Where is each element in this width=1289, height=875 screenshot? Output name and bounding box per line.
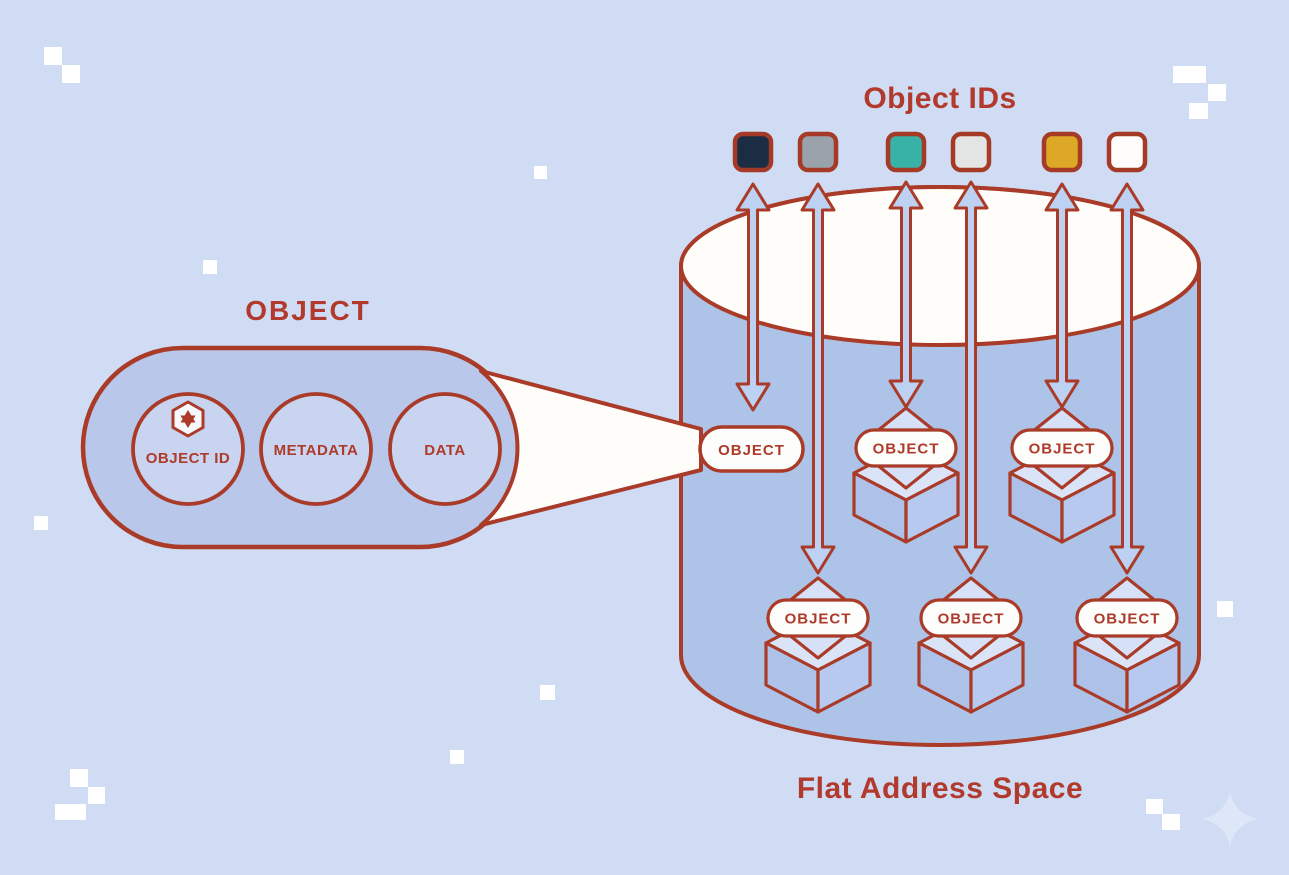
id-to-object-arrows (735, 180, 1145, 575)
storage-object-hex: OBJECT (1073, 576, 1181, 714)
storage-objects: OBJECT OBJECT OBJECT OBJECT (764, 406, 1181, 714)
storage-object-hex: OBJECT (852, 406, 960, 544)
object-label: OBJECT (1094, 611, 1161, 628)
pixel-decoration (34, 516, 48, 530)
pixel-decoration (203, 260, 217, 274)
object-id-chips (732, 131, 1148, 173)
box-right-face (816, 641, 872, 714)
sparkle-icon (1202, 792, 1258, 846)
object-label: OBJECT (785, 611, 852, 628)
storage-object-hex: OBJECT (1008, 406, 1116, 544)
pixel-decoration (1217, 601, 1233, 617)
metadata-label: METADATA (274, 442, 359, 459)
object-label: OBJECT (938, 611, 1005, 628)
zoom-cone (479, 369, 703, 527)
pixel-decoration (1146, 799, 1163, 814)
arrow-4 (953, 180, 989, 575)
pixel-decoration (44, 47, 62, 65)
pixel-decoration (1173, 66, 1206, 83)
hexagon-star-badge-icon (171, 400, 205, 438)
pixel-decoration (450, 750, 464, 764)
arrow-1 (735, 182, 771, 412)
chip-gray (797, 131, 839, 173)
object-id-label: OBJECT ID (146, 450, 231, 467)
object-label: OBJECT (718, 442, 785, 459)
object-id-circle (131, 392, 245, 506)
arrow-6 (1109, 182, 1145, 575)
object-detail-panel: OBJECT ID METADATA DATA (80, 345, 523, 550)
chip-teal (885, 131, 927, 173)
storage-object-hex: OBJECT (917, 576, 1025, 714)
pixel-decoration (1189, 103, 1208, 119)
object-label-band (766, 598, 870, 638)
box-right-face (969, 641, 1025, 714)
pixel-decoration (540, 685, 555, 700)
object-ids-title: Object IDs (863, 82, 1016, 115)
arrow-2 (800, 182, 836, 575)
pixel-decoration (70, 769, 88, 787)
cylinder-top-ellipse (679, 185, 1201, 347)
pixel-decoration (55, 804, 86, 820)
object-detail-title: OBJECT (245, 295, 371, 326)
object-label-band (1010, 428, 1114, 468)
storage-object-pill: OBJECT (698, 425, 805, 473)
object-label: OBJECT (873, 441, 940, 458)
flat-address-space-title: Flat Address Space (797, 772, 1083, 805)
data-circle (388, 392, 502, 506)
box-right-face (1060, 471, 1116, 544)
object-label-band (1075, 598, 1179, 638)
data-label: DATA (424, 442, 465, 459)
pixel-decoration (1162, 814, 1180, 830)
storage-object-hex: OBJECT (764, 576, 872, 714)
object-label-band (919, 598, 1023, 638)
pixel-decorations (34, 47, 1258, 846)
chip-dark-navy (732, 131, 774, 173)
object-label: OBJECT (1029, 441, 1096, 458)
pixel-decoration (534, 166, 547, 179)
box-right-face (904, 471, 960, 544)
box-right-face (1125, 641, 1181, 714)
chip-white (1106, 131, 1148, 173)
pixel-decoration (1208, 84, 1226, 101)
chip-gold (1041, 131, 1083, 173)
object-label-band (854, 428, 958, 468)
pixel-decoration (62, 65, 80, 83)
metadata-circle (259, 392, 373, 506)
pixel-decoration (88, 787, 105, 804)
chip-light-gray (950, 131, 992, 173)
